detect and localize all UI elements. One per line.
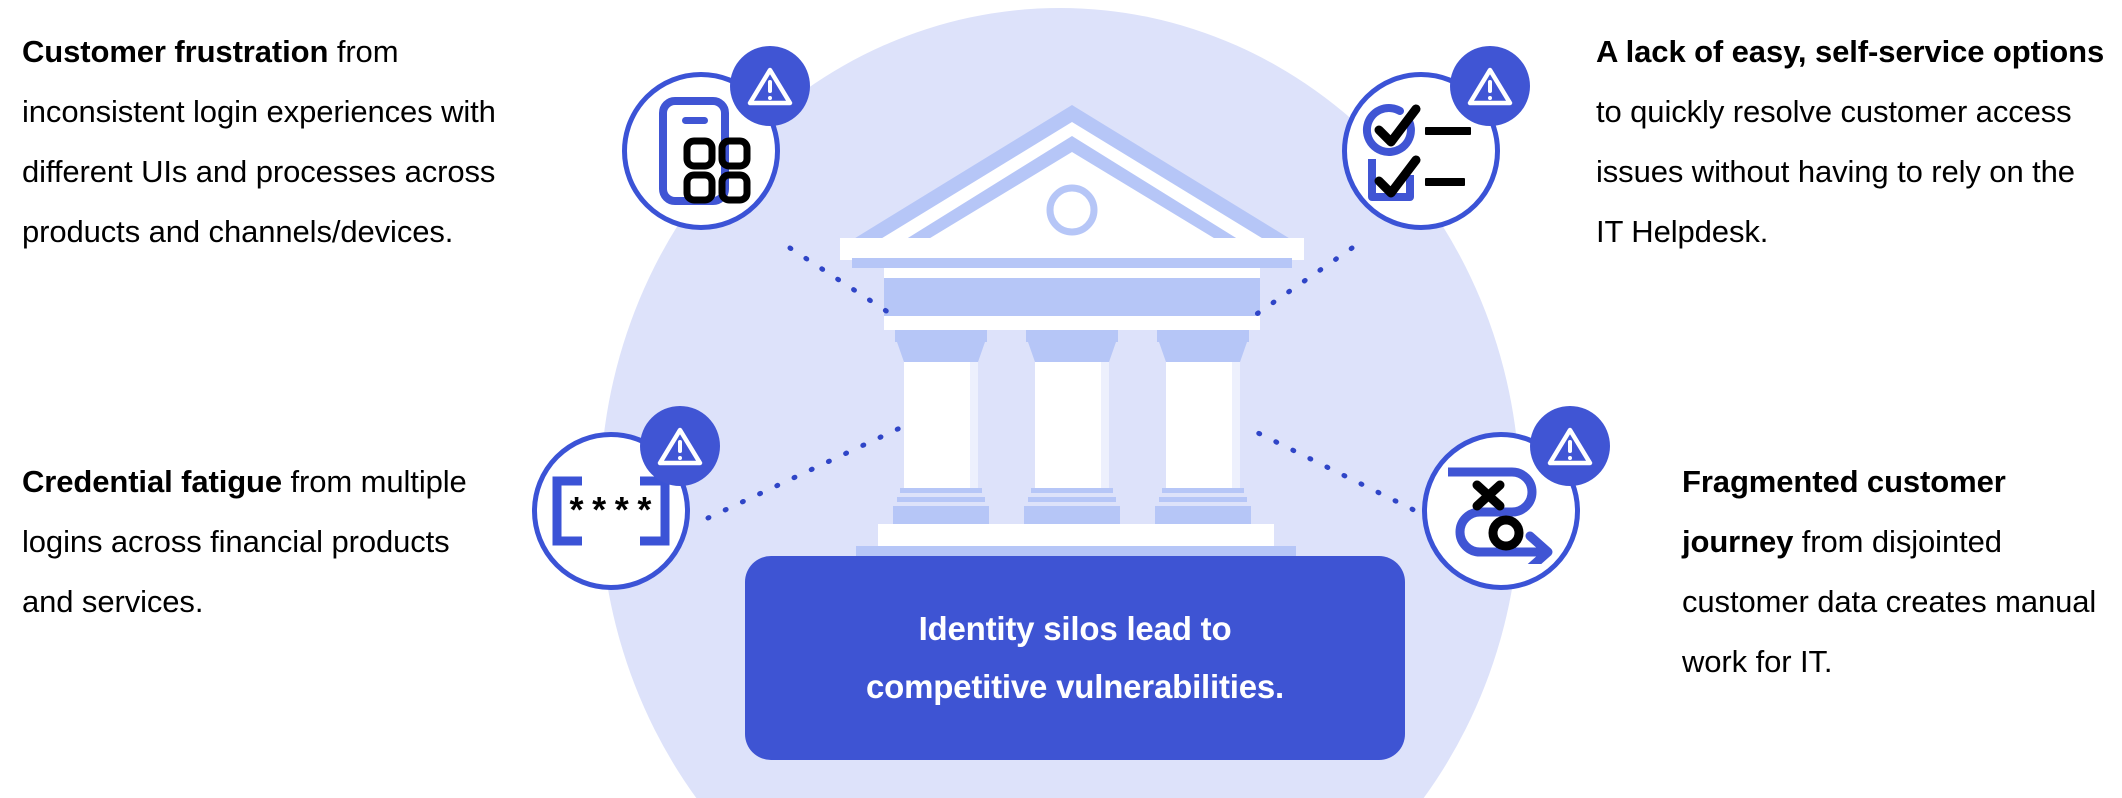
caption-line-2: competitive vulnerabilities.	[865, 668, 1285, 705]
connector-top-left	[787, 245, 903, 323]
checklist-icon	[1342, 72, 1500, 230]
warning-triangle-icon	[1450, 46, 1530, 126]
node-circle	[1422, 432, 1580, 590]
warning-triangle-icon	[640, 406, 720, 486]
warning-triangle-icon	[1530, 406, 1610, 486]
journey-path-icon	[1422, 432, 1580, 590]
callout-bold-top-right: A lack of easy, self-service options	[1596, 34, 2105, 69]
callout-text-top-right: A lack of easy, self-service options to …	[1596, 22, 2106, 262]
caption-banner: Identity silos lead to competitive vulne…	[745, 556, 1405, 760]
callout-body-bottom-left: from multiple logins across financial pr…	[22, 464, 467, 619]
connector-top-right	[1245, 245, 1355, 323]
callout-body-top-right: to quickly resolve customer access issue…	[1596, 94, 2075, 249]
callout-body-top-left: from inconsistent login experiences with…	[22, 34, 496, 249]
connector-bottom-right	[1245, 425, 1433, 521]
callout-text-bottom-right: Fragmented customer journey from disjoin…	[1682, 452, 2122, 692]
password-field-icon: ****	[532, 432, 690, 590]
warning-triangle-icon	[730, 46, 810, 126]
caption-line-1: Identity silos lead to	[918, 610, 1232, 647]
mobile-app-grid-icon	[622, 72, 780, 230]
callout-bold-bottom-right: Fragmented customer journey	[1682, 464, 2006, 559]
callout-text-top-left: Customer frustration from inconsistent l…	[22, 22, 522, 262]
callout-bold-bottom-left: Credential fatigue	[22, 464, 283, 499]
callout-body-bottom-right: from disjointed customer data creates ma…	[1682, 524, 2097, 679]
connector-bottom-left	[705, 425, 903, 521]
password-mask-text: ****	[566, 493, 656, 534]
callout-bold-top-left: Customer frustration	[22, 34, 329, 69]
callout-text-bottom-left: Credential fatigue from multiple logins …	[22, 452, 492, 632]
